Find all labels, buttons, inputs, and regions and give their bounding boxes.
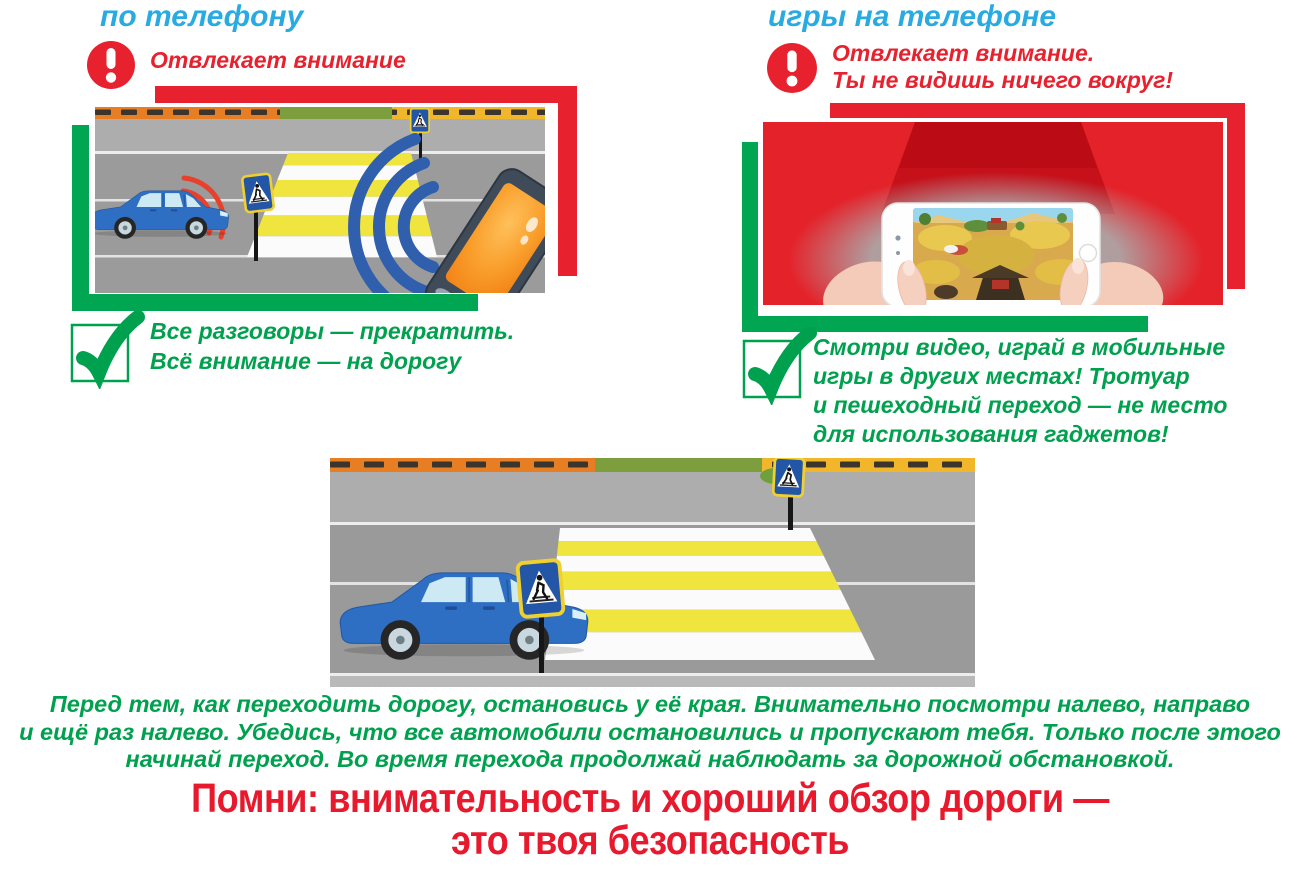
right-warning-line: Ты не видишь ничего вокруг! [832, 67, 1174, 93]
footer-heading-line: Помни: внимательность и хороший обзор до… [191, 775, 1109, 821]
right-warning-text: Отвлекает внимание. Ты не видишь ничего … [832, 40, 1173, 94]
left-green-frame-bottom [72, 294, 478, 311]
left-advice-text: Все разговоры — прекратить. Всё внимание… [150, 316, 514, 376]
left-red-frame-top [155, 86, 577, 103]
right-green-frame-bottom [742, 316, 1148, 332]
checkbox-checkmark-icon [70, 311, 145, 389]
footer-paragraph-line: начинай переход. Во время перехода продо… [125, 746, 1175, 772]
right-green-frame-left [742, 142, 758, 332]
near-crosswalk-sign [240, 172, 276, 261]
white-smartphone [881, 202, 1101, 305]
footer-heading: Помни: внимательность и хороший обзор до… [78, 777, 1222, 861]
mobile-phone [424, 168, 545, 293]
right-red-frame-right [1227, 103, 1245, 289]
left-panel-title: по телефону [100, 0, 304, 33]
right-red-frame-top [830, 103, 1245, 118]
zebra-crossing [545, 528, 875, 660]
warning-exclamation-icon [767, 43, 817, 93]
right-illustration-phone-game [763, 122, 1223, 305]
checkbox-checkmark-icon [742, 327, 817, 405]
footer-paragraph-line: и ещё раз налево. Убедись, что все автом… [19, 718, 1281, 745]
far-crosswalk-sign [409, 107, 430, 159]
right-advice-line: Смотри видео, играй в мобильные [813, 334, 1226, 360]
right-advice-text: Смотри видео, играй в мобильные игры в д… [813, 333, 1227, 449]
warning-exclamation-icon [87, 41, 135, 89]
right-advice-line: игры в других местах! Тротуар [813, 363, 1190, 389]
left-advice-line: Всё внимание — на дорогу [150, 348, 462, 374]
far-crosswalk-sign [771, 458, 806, 530]
left-illustration-road-scene [95, 107, 545, 293]
left-red-frame-right [558, 86, 577, 276]
thumbs [897, 258, 1089, 305]
game-screen [913, 208, 1073, 300]
right-advice-line: и пешеходный переход — не место [813, 392, 1228, 418]
left-advice-line: Все разговоры — прекратить. [150, 318, 515, 344]
right-advice-line: для использования гаджетов! [813, 421, 1169, 447]
near-crosswalk-sign [515, 557, 566, 673]
footer-paragraph-line: Перед тем, как переходить дорогу, остано… [49, 691, 1251, 717]
bottom-illustration-road-scene [330, 458, 975, 687]
left-warning-text: Отвлекает внимание [150, 47, 406, 73]
right-warning-line: Отвлекает внимание. [832, 40, 1095, 66]
footer-paragraph: Перед тем, как переходить дорогу, остано… [0, 691, 1300, 774]
sound-waves [348, 133, 439, 293]
left-green-frame-left [72, 125, 89, 311]
right-panel-title: игры на телефоне [768, 0, 1057, 33]
footer-heading-line: это твоя безопасность [450, 817, 850, 863]
